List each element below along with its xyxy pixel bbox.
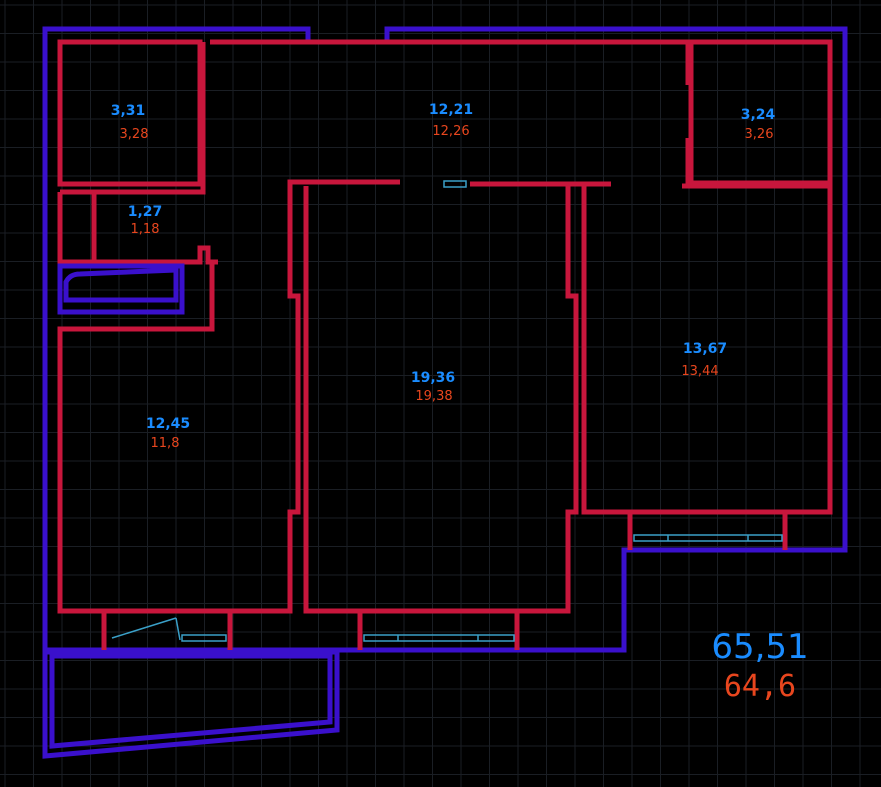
area-actual-bedroom: 13,44 <box>681 364 718 379</box>
area-actual-hall: 12,26 <box>432 124 469 139</box>
area-design-hall: 12,21 <box>429 102 473 118</box>
total-area-design: 65,51 <box>711 627 808 667</box>
area-actual-wc: 1,18 <box>131 222 160 237</box>
openings <box>111 180 783 642</box>
inner-walls <box>57 39 833 650</box>
total-area: 65,51 64,6 <box>711 627 808 704</box>
hall-door-window <box>443 180 467 188</box>
kitchen-balcony-door-leaf <box>175 617 181 641</box>
area-design-top-left-closet: 3,31 <box>111 103 146 119</box>
area-design-kitchen: 12,45 <box>146 416 190 432</box>
balcony-outline <box>42 649 340 759</box>
room-labels: 3,31 3,28 12,21 12,26 3,24 3,26 1,27 1,1… <box>111 102 776 451</box>
bedroom-window <box>633 534 783 542</box>
wall-hall-top <box>210 39 691 85</box>
living-window <box>363 634 515 642</box>
bathtub-outline <box>57 263 185 315</box>
wall-top-left-closet <box>57 39 203 187</box>
bathtub-basin <box>63 267 179 303</box>
wall-bedroom <box>581 183 833 515</box>
area-actual-top-left-closet: 3,28 <box>120 127 149 142</box>
bathtub <box>57 263 185 315</box>
wall-kitchen <box>57 179 400 614</box>
area-design-bedroom: 13,67 <box>683 341 727 357</box>
total-area-actual: 64,6 <box>724 669 796 704</box>
outer-wall-top-right <box>45 26 848 653</box>
area-design-living: 19,36 <box>411 370 455 386</box>
outer-wall-left-top <box>42 26 311 650</box>
outer-walls <box>42 26 848 759</box>
wall-wc <box>57 192 218 265</box>
wall-closet-side <box>60 42 206 195</box>
area-actual-kitchen: 11,8 <box>151 436 180 451</box>
area-actual-top-right-closet: 3,26 <box>745 127 774 142</box>
area-design-wc: 1,27 <box>128 204 163 220</box>
balcony-inner-line <box>49 653 333 749</box>
wall-living <box>303 186 579 614</box>
area-actual-living: 19,38 <box>415 389 452 404</box>
wall-top-right-closet <box>688 39 833 186</box>
area-design-top-right-closet: 3,24 <box>741 107 776 123</box>
kitchen-balcony-door-swing <box>111 617 177 639</box>
kitchen-balcony-window <box>181 634 227 642</box>
